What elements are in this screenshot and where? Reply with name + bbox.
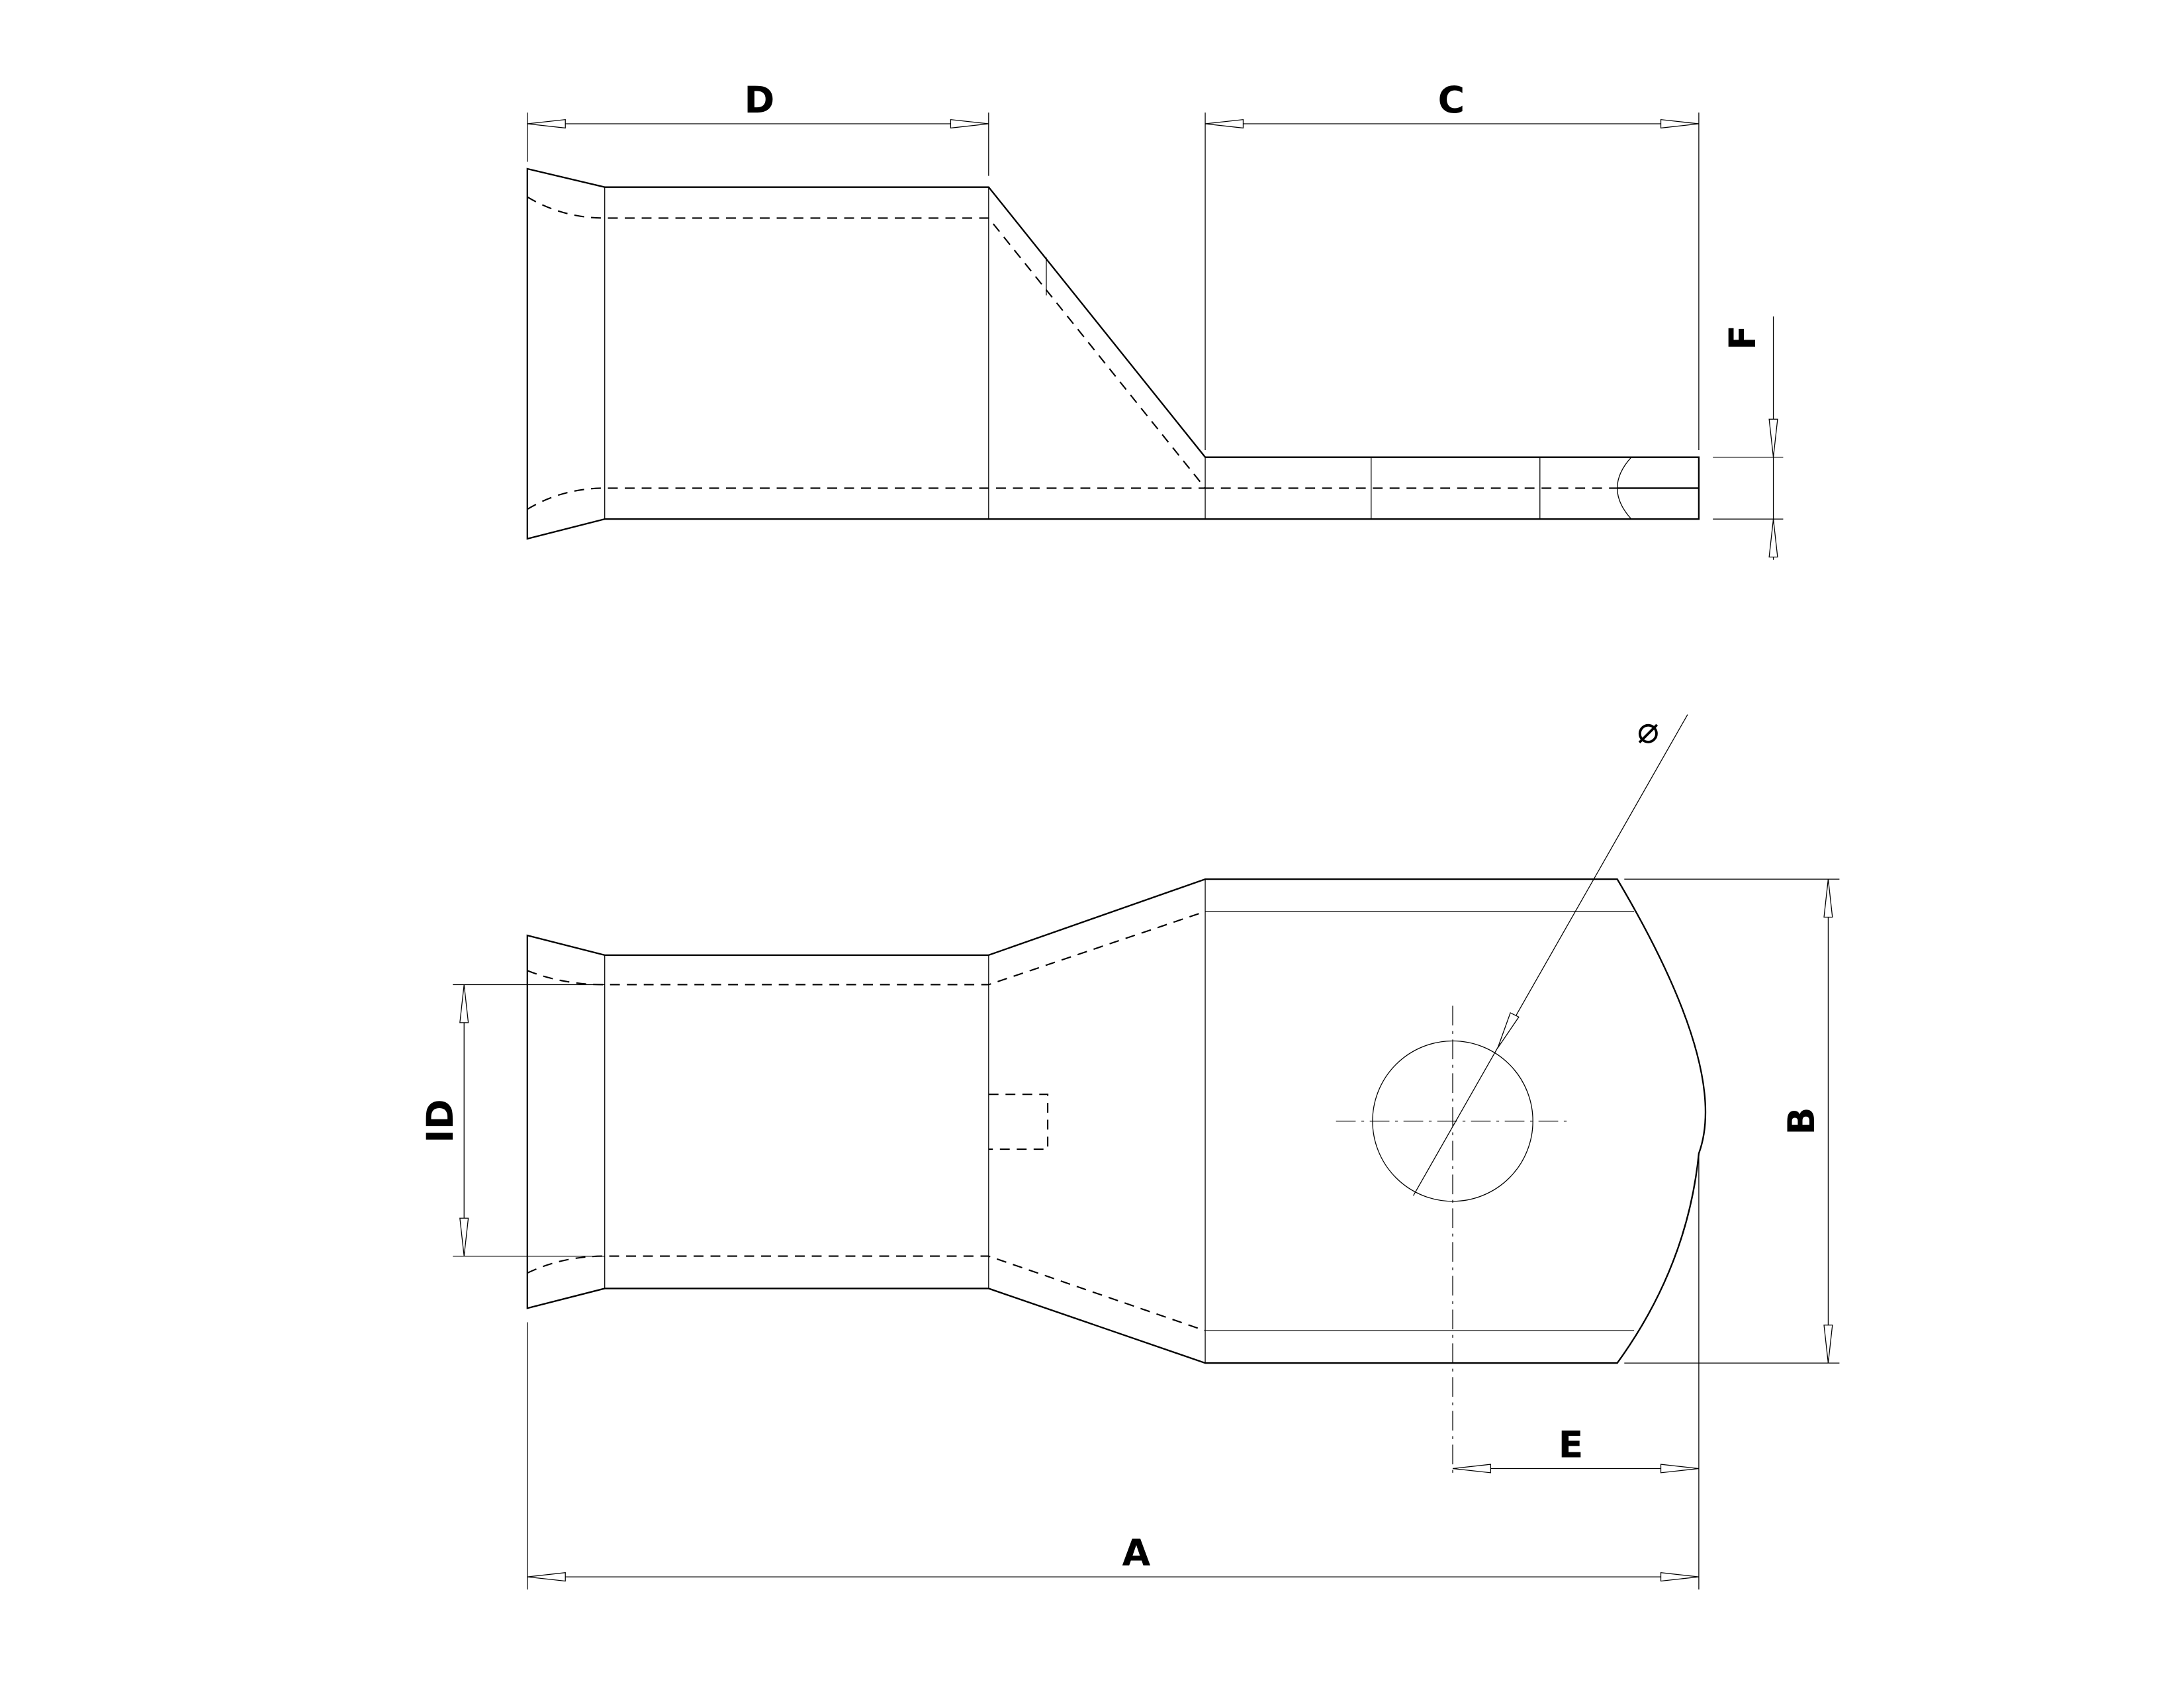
dim-label-b: B bbox=[1781, 1107, 1823, 1135]
top-view: ⌀ ID B E A bbox=[420, 710, 1840, 1590]
dim-label-f: F bbox=[1722, 325, 1764, 350]
dim-label-a: A bbox=[1122, 1532, 1151, 1575]
dim-label-d: D bbox=[745, 79, 775, 122]
dim-label-id: ID bbox=[420, 1099, 462, 1143]
dim-label-e: E bbox=[1559, 1424, 1584, 1466]
dim-label-diameter: ⌀ bbox=[1637, 710, 1659, 752]
side-view: D C F bbox=[526, 79, 1784, 560]
dim-label-c: C bbox=[1438, 79, 1465, 122]
